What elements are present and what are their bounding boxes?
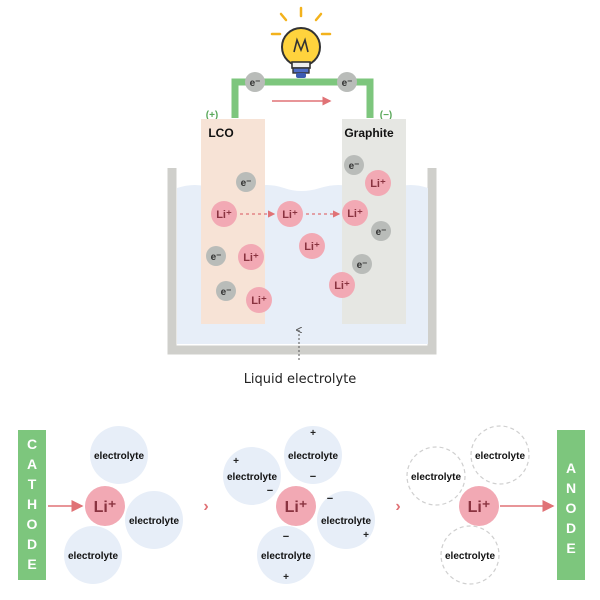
electron: e⁻ [236,172,256,192]
svg-text:e⁻: e⁻ [376,227,387,238]
electron-label: e⁻ [342,78,353,89]
bar-letter: A [566,460,576,476]
bar-letter: E [27,556,36,572]
lithium-ion: Li⁺ [342,200,368,226]
electrolyte-label: electrolyte [288,451,338,462]
svg-text:e⁻: e⁻ [357,260,368,271]
desolvated-ion-group: electrolyte electrolyte electrolyte Li⁺ [406,425,530,585]
step-chevron: › [395,498,400,515]
bar-letter: C [27,436,37,452]
svg-text:Li⁺: Li⁺ [216,209,232,221]
electrolyte-label: electrolyte [227,472,277,483]
electron: e⁻ [371,221,391,241]
external-circuit-wire [231,78,374,118]
svg-text:e⁻: e⁻ [221,287,232,298]
electron: e⁻ [337,72,357,92]
bar-letter: N [566,480,576,496]
svg-text:e⁻: e⁻ [211,252,222,263]
electrolyte-label: electrolyte [475,451,525,462]
electron: e⁻ [344,155,364,175]
lithium-ion: Li⁺ [277,201,303,227]
solvated-ion-group-charged: electrolyte electrolyte electrolyte elec… [223,426,375,584]
electron: e⁻ [216,281,236,301]
cathode-bar [18,430,46,580]
svg-text:e⁻: e⁻ [241,178,252,189]
electrolyte-label: electrolyte [411,472,461,483]
lithium-ion: Li⁺ [299,233,325,259]
bar-letter: O [27,516,38,532]
electron: e⁻ [206,246,226,266]
lithium-ion-label: Li⁺ [94,499,117,516]
bar-letter: O [566,500,577,516]
electrolyte-label: electrolyte [261,551,311,562]
step-chevron: › [203,498,208,515]
lithium-ion: Li⁺ [238,244,264,270]
svg-text:Li⁺: Li⁺ [282,209,298,221]
svg-text:Li⁺: Li⁺ [243,252,259,264]
bar-letter: T [28,476,37,492]
bar-letter: A [27,456,37,472]
svg-text:e⁻: e⁻ [349,161,360,172]
electrolyte-label: electrolyte [445,551,495,562]
bar-letter: H [27,496,37,512]
minus-sign: − [327,493,333,505]
electron: e⁻ [245,72,265,92]
svg-text:Li⁺: Li⁺ [251,295,267,307]
lithium-ion: Li⁺ [246,287,272,313]
lithium-ion: Li⁺ [329,272,355,298]
svg-text:Li⁺: Li⁺ [370,178,386,190]
plus-sign: + [233,456,239,467]
electrolyte-label: electrolyte [129,516,179,527]
lithium-ion: Li⁺ [211,201,237,227]
anode-sign: (−) [380,110,393,121]
lithium-ion-label: Li⁺ [285,499,308,516]
plus-sign: + [283,572,289,583]
lightbulb-icon [270,6,332,78]
svg-text:Li⁺: Li⁺ [304,241,320,253]
electron-label: e⁻ [250,78,261,89]
anode-bar [557,430,585,580]
minus-sign: − [310,471,316,483]
bar-letter: D [566,520,576,536]
electrolyte-label: electrolyte [94,451,144,462]
svg-text:Li⁺: Li⁺ [334,280,350,292]
electrolyte-label: electrolyte [68,551,118,562]
electrolyte-container [167,168,437,355]
lithium-ion-label: Li⁺ [468,499,491,516]
electrolyte-label: electrolyte [321,516,371,527]
solvated-ion-group: electrolyte electrolyte electrolyte Li⁺ [64,426,183,584]
lithium-ion: Li⁺ [365,170,391,196]
anode-label: Graphite [344,126,394,140]
cathode-sign: (+) [206,110,219,121]
plus-sign: + [310,428,316,439]
minus-sign: − [267,485,273,497]
cathode-label: LCO [208,126,233,140]
bar-letter: D [27,536,37,552]
minus-sign: − [283,531,289,543]
svg-text:Li⁺: Li⁺ [347,208,363,220]
electron: e⁻ [352,254,372,274]
electrolyte-caption: Liquid electrolyte [244,372,357,387]
plus-sign: + [363,530,369,541]
bar-letter: E [566,540,575,556]
